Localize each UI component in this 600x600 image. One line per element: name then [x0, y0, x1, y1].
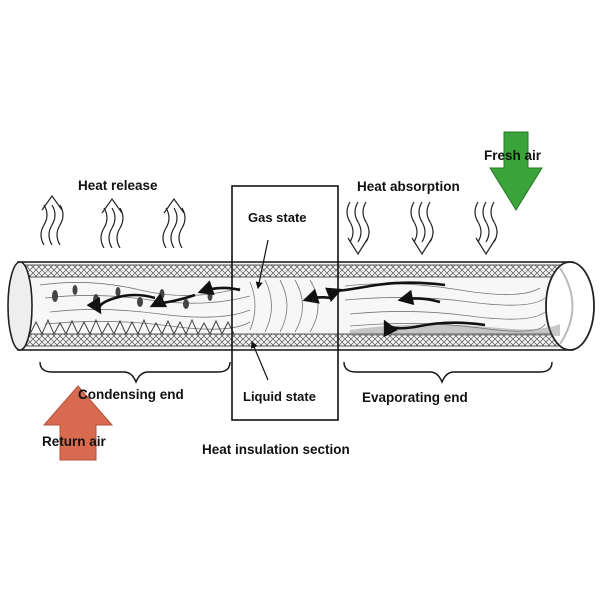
- condensing-end-brace: [39, 361, 231, 384]
- heat-absorption-arrow-1: [346, 201, 370, 256]
- fresh-air-arrow: [489, 131, 543, 211]
- heat-release-arrow-2: [100, 197, 124, 249]
- heat-release-arrow-1: [40, 194, 64, 246]
- heat-absorption-arrows: [346, 201, 498, 256]
- heat-release-arrow-3: [162, 197, 186, 249]
- return-air-label: Return air: [42, 434, 107, 449]
- heat-release-arrows: [40, 194, 186, 249]
- gas-state-label: Gas state: [248, 210, 307, 225]
- heat-release-label: Heat release: [78, 178, 158, 193]
- heat-insulation-box: [231, 185, 339, 421]
- heat-absorption-arrow-2: [410, 201, 434, 256]
- wick-top: [19, 264, 566, 278]
- flow-arrows: [86, 280, 486, 338]
- evaporating-end-brace: [343, 361, 553, 384]
- heat-pipe: [7, 261, 595, 351]
- condensing-end-label: Condensing end: [78, 387, 184, 402]
- heat-absorption-arrow-3: [474, 201, 498, 256]
- liquid-film: [29, 318, 235, 336]
- fresh-air-label: Fresh air: [484, 148, 542, 163]
- evaporating-end-label: Evaporating end: [362, 390, 468, 405]
- pipe-right-cap: [545, 261, 595, 351]
- gas-state-pointer: [255, 239, 269, 290]
- heat-absorption-label: Heat absorption: [357, 179, 460, 194]
- heat-insulation-section-label: Heat insulation section: [202, 442, 350, 457]
- return-air-arrow: [42, 385, 114, 461]
- liquid-state-label: Liquid state: [243, 389, 316, 404]
- pipe-left-cap: [7, 261, 33, 351]
- liquid-state-pointer: [251, 340, 269, 381]
